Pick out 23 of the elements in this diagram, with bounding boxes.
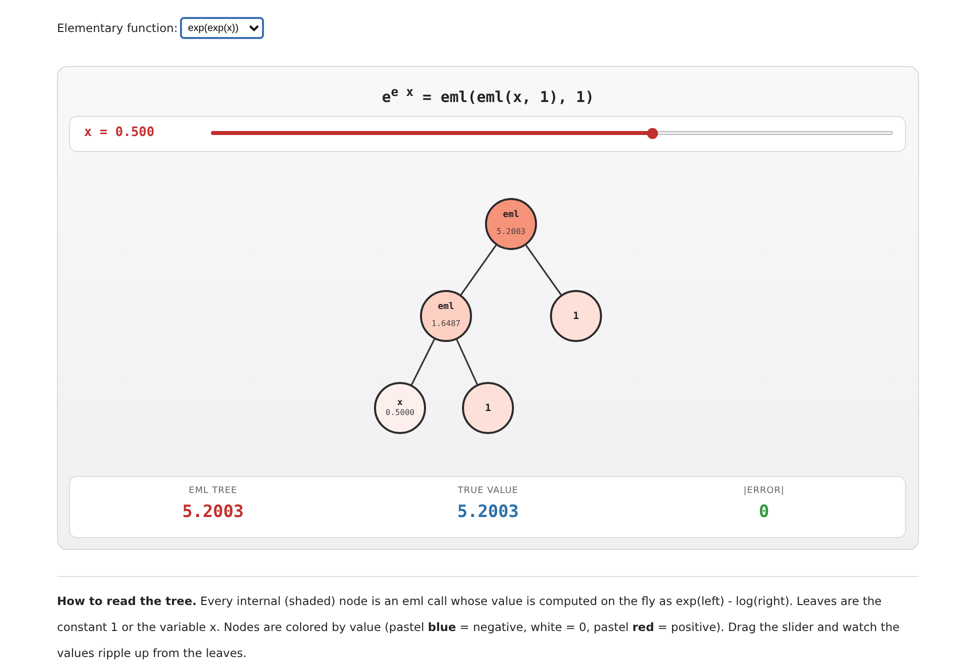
node-label: 1: [572, 310, 580, 322]
node-label: 1: [484, 402, 492, 414]
field-label: Elementary function:: [57, 21, 178, 35]
formula-title: e$^{e x}$ = eml(eml(x, 1), 1): [380, 84, 596, 106]
result-heading: |ERROR|: [742, 486, 786, 496]
variable-value: x = 0.500: [84, 125, 154, 140]
result-value: 5.2003: [181, 502, 245, 522]
result-heading: TRUE VALUE: [456, 486, 520, 496]
function-select: exp(exp(x)): [180, 17, 264, 39]
tree-edge: [460, 244, 497, 296]
node-value: 0.5000: [386, 408, 414, 418]
tree-edge: [456, 339, 478, 385]
result-value: 5.2003: [456, 502, 520, 522]
node-value: 1.6487: [432, 320, 460, 329]
result-heading: EML TREE: [188, 486, 238, 496]
tree-edge: [525, 244, 562, 296]
tree-edge: [410, 338, 436, 386]
node-label: x: [397, 398, 403, 409]
result-value: 0: [758, 502, 770, 522]
node-value: 5.2003: [496, 228, 526, 237]
node-label: eml: [502, 211, 520, 222]
node-label: eml: [438, 303, 454, 314]
explanation-paragraph: How to read the tree. Every internal (shaded) node is an eml call whose value is computed on the fly as exp(left) - log(right). Leaves are the constant 1 or the variable x. Nodes are colored by value (pastel blue = negative, white = 0, pastel red = positive). Drag the slider and watch the values ripple up from the leaves.: [57, 593, 901, 662]
